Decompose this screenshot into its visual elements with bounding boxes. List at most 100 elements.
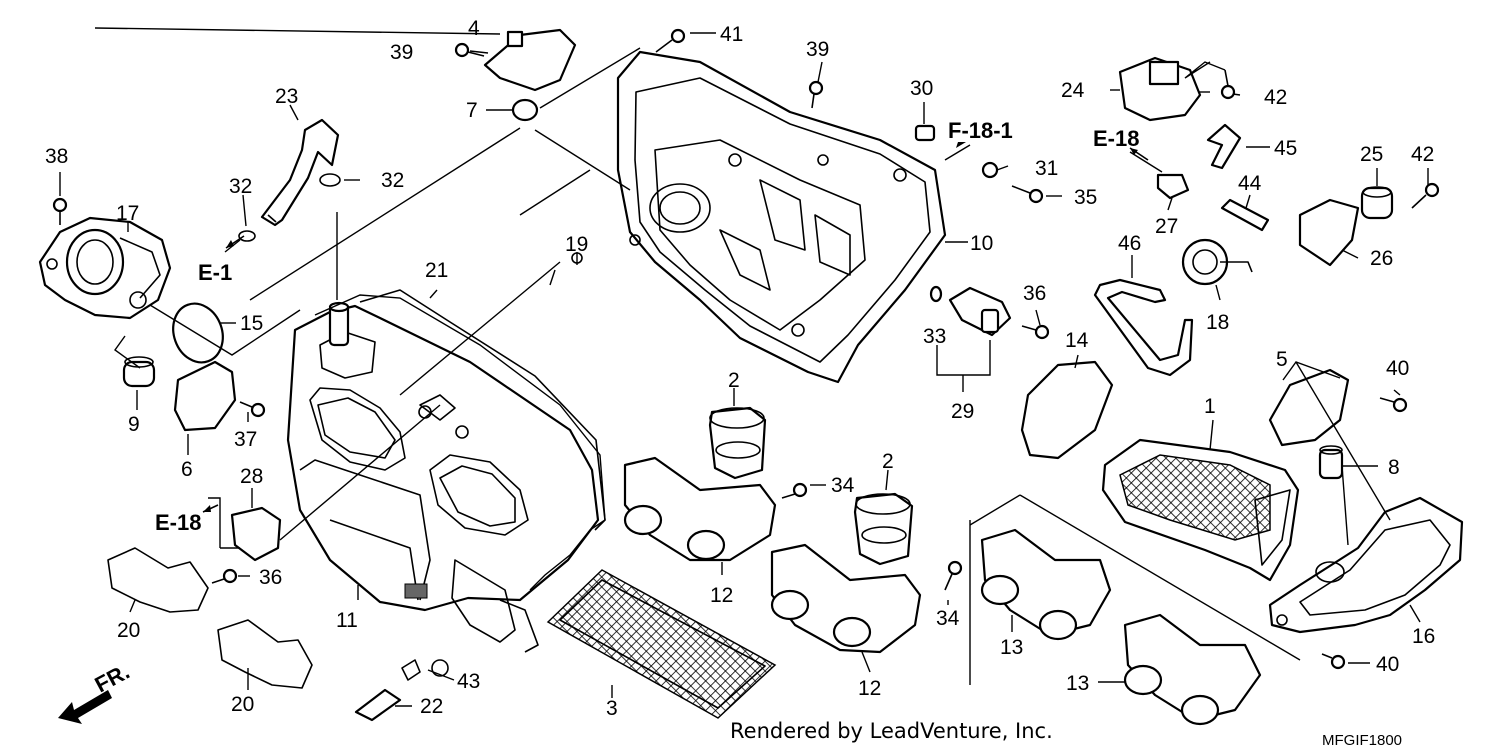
label-20b: 20 <box>231 693 254 716</box>
label-25: 25 <box>1360 143 1383 166</box>
grommet-7-drawing <box>511 98 539 122</box>
label-39a: 39 <box>390 41 413 64</box>
packing-14-drawing <box>1020 360 1114 460</box>
front-direction-label: FR. <box>91 659 134 698</box>
label-27: 27 <box>1155 215 1178 238</box>
label-5: 5 <box>1276 348 1288 371</box>
gasket-outline <box>314 294 606 591</box>
joint-27-drawing <box>1156 173 1190 200</box>
hose-23-drawing <box>260 118 340 227</box>
ref-e18-right: E-18 <box>1093 126 1139 151</box>
sub-case-16-drawing <box>1268 496 1464 634</box>
sensor-29-drawing <box>929 285 1012 337</box>
cap-5-drawing <box>1268 368 1350 447</box>
label-9: 9 <box>128 413 140 436</box>
label-1: 1 <box>1204 395 1216 418</box>
tube-44-drawing <box>1220 198 1270 232</box>
cover-6-drawing <box>173 360 237 432</box>
label-38: 38 <box>45 145 68 168</box>
label-42a: 42 <box>1264 86 1287 109</box>
ref-e1: E-1 <box>198 260 232 285</box>
label-17: 17 <box>116 202 139 225</box>
label-32b: 32 <box>381 169 404 192</box>
funnel-2a-drawing <box>708 406 767 480</box>
label-37: 37 <box>234 428 257 451</box>
ref-f18-1: F-18-1 <box>948 118 1013 143</box>
label-15: 15 <box>240 312 263 335</box>
label-30: 30 <box>910 77 933 100</box>
part-labels: 1 2 2 3 4 5 6 7 8 9 10 11 12 12 13 13 14… <box>45 17 1435 720</box>
label-18: 18 <box>1206 311 1229 334</box>
cover-4-drawing <box>483 28 577 92</box>
ref-e18-left: E-18 <box>155 510 201 535</box>
label-26: 26 <box>1370 247 1393 270</box>
diagram-code: MFGIF1800 <box>1322 732 1402 749</box>
label-43: 43 <box>457 670 480 693</box>
label-13a: 13 <box>1000 636 1023 659</box>
filter-3-drawing <box>546 569 777 719</box>
label-44: 44 <box>1238 172 1262 195</box>
label-4: 4 <box>468 17 480 40</box>
label-34b: 34 <box>936 607 960 630</box>
label-36a: 36 <box>1023 282 1046 305</box>
grommet-25-drawing <box>1360 186 1394 220</box>
o-ring-drawing <box>172 302 224 364</box>
element-1-drawing <box>1101 438 1300 582</box>
label-33: 33 <box>923 325 946 348</box>
label-19: 19 <box>565 233 588 256</box>
label-28: 28 <box>240 465 263 488</box>
reference-arrows <box>202 142 1149 513</box>
label-23: 23 <box>275 85 298 108</box>
grommet-9-drawing <box>122 356 156 388</box>
front-direction-arrow <box>58 690 112 724</box>
label-22: 22 <box>420 695 443 718</box>
hose-46-drawing <box>1093 278 1194 377</box>
label-29: 29 <box>951 400 974 423</box>
label-6: 6 <box>181 458 193 481</box>
canister-24-drawing <box>1118 56 1210 122</box>
leader-lines <box>59 27 1429 707</box>
label-21: 21 <box>425 259 448 282</box>
label-35: 35 <box>1074 186 1097 209</box>
label-8: 8 <box>1388 456 1400 479</box>
valve-26-drawing <box>1298 198 1360 267</box>
clamp-22-drawing <box>354 688 402 722</box>
label-14: 14 <box>1065 329 1089 352</box>
label-34a: 34 <box>831 474 855 497</box>
label-10: 10 <box>970 232 993 255</box>
lower-case-drawing <box>286 289 606 653</box>
credit-text: Rendered by LeadVenture, Inc. <box>730 719 1053 743</box>
joint-12a-drawing <box>623 456 777 562</box>
label-2a: 2 <box>728 369 740 392</box>
label-2b: 2 <box>882 450 894 473</box>
label-31: 31 <box>1035 157 1058 180</box>
tube-45-drawing <box>1206 123 1242 170</box>
upper-case-drawing <box>616 50 947 384</box>
label-13b: 13 <box>1066 672 1089 695</box>
label-16: 16 <box>1412 625 1435 648</box>
label-42b: 42 <box>1411 143 1434 166</box>
label-11: 11 <box>336 609 358 632</box>
label-20a: 20 <box>117 619 140 642</box>
sensor-28-drawing <box>230 506 282 562</box>
joint-13b-drawing <box>1123 613 1262 726</box>
label-24: 24 <box>1061 79 1085 102</box>
reference-labels: E-1 E-18 E-18 F-18-1 <box>155 118 1139 535</box>
label-7: 7 <box>466 99 478 122</box>
label-12b: 12 <box>858 677 881 700</box>
funnel-2b-drawing <box>853 492 914 566</box>
valve-18-drawing <box>1181 238 1253 286</box>
gasket-20b-drawing <box>217 619 313 689</box>
label-36b: 36 <box>259 566 282 589</box>
label-39b: 39 <box>806 38 829 61</box>
label-46: 46 <box>1118 232 1141 255</box>
label-32a: 32 <box>229 175 252 198</box>
label-3: 3 <box>606 697 618 720</box>
label-40b: 40 <box>1376 653 1399 676</box>
label-45: 45 <box>1274 137 1297 160</box>
grommet-8-drawing <box>1318 445 1344 480</box>
label-40a: 40 <box>1386 357 1409 380</box>
clip-43-drawing <box>401 659 421 681</box>
gasket-20a-drawing <box>107 547 209 613</box>
